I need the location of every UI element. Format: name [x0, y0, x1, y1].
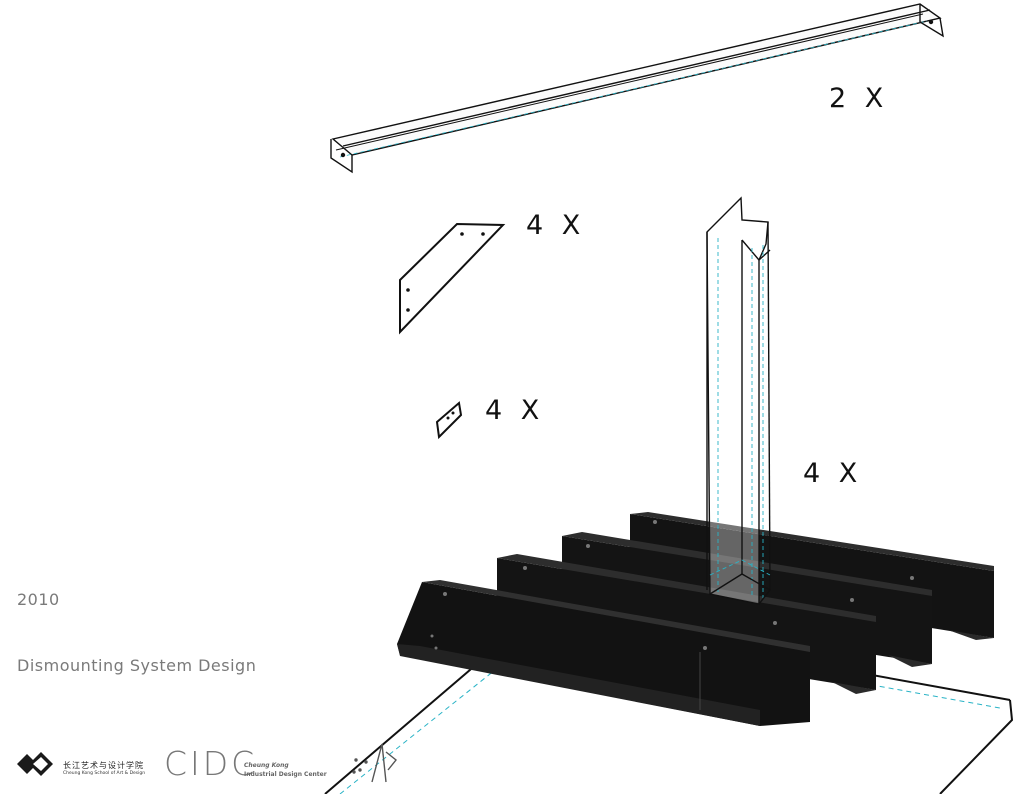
channel-1: [397, 580, 810, 726]
crossbeam: [330, 3, 944, 174]
triangle-bracket: [399, 222, 506, 335]
crossbeam-quantity-label: 2 X: [829, 83, 889, 114]
year-label: 2010: [17, 590, 60, 609]
small-plate-quantity-label: 4 X: [485, 395, 545, 426]
project-title: Dismounting System Design: [17, 656, 257, 675]
star-emblem-logo: [352, 743, 397, 783]
bracket-quantity-label: 4 X: [526, 210, 586, 241]
cheung-kong-school-logo: [17, 752, 53, 776]
school-name-zh: 长江艺术与设计学院: [63, 761, 144, 770]
cidc-logo-text: CIDC: [164, 744, 258, 783]
vertical-post: [706, 196, 771, 605]
small-plate: [435, 401, 463, 440]
cidc-subtitle-line1: Cheung Kong: [244, 762, 289, 769]
cidc-subtitle-line2: Industrial Design Center: [244, 771, 327, 778]
school-name-en: Cheung Kong School of Art & Design: [63, 771, 146, 776]
post-quantity-label: 4 X: [803, 458, 863, 489]
